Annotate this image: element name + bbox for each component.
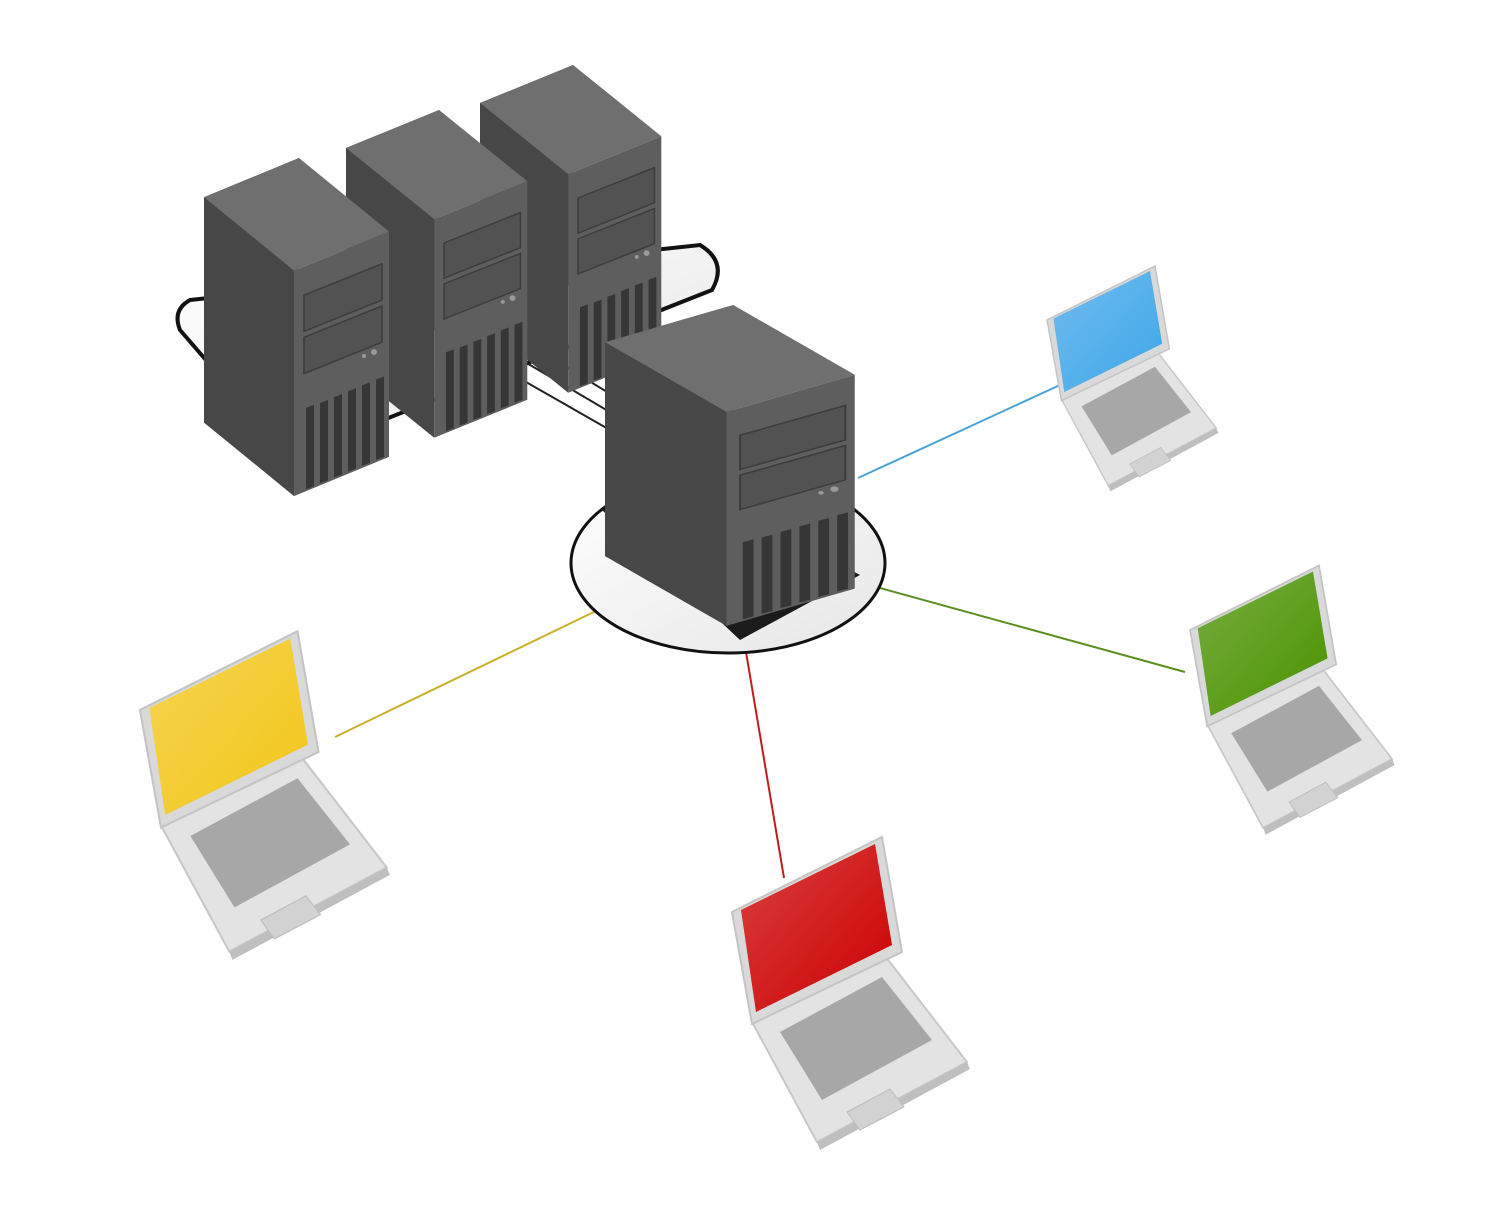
link-blue bbox=[857, 384, 1061, 479]
hub-server bbox=[569, 303, 887, 655]
link-green bbox=[879, 587, 1186, 673]
server-rack-icon bbox=[203, 64, 663, 497]
link-yellow bbox=[334, 609, 599, 738]
client-laptop-blue bbox=[1046, 265, 1220, 493]
client-laptop-red bbox=[731, 836, 971, 1151]
link-red bbox=[745, 651, 785, 879]
client-laptop-green bbox=[1189, 564, 1396, 836]
client-laptop-yellow bbox=[138, 630, 391, 961]
server-cluster bbox=[175, 64, 720, 497]
